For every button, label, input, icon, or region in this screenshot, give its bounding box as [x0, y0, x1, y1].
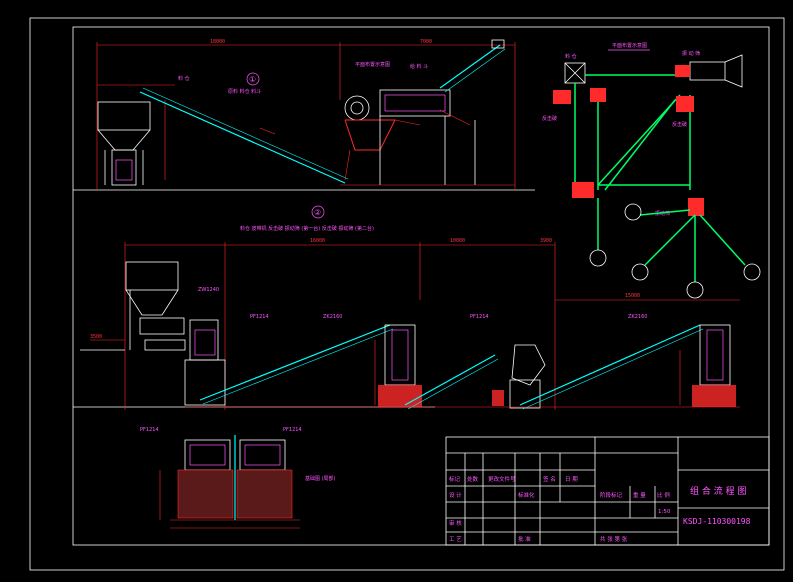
- label-zk1: ZK2160: [323, 314, 342, 320]
- label-pf3: PF1214: [140, 427, 159, 433]
- dim-mid-4: 15000: [625, 293, 640, 299]
- section-2-number: ②: [314, 208, 321, 217]
- tb-row1-col4: 签 名: [543, 475, 556, 483]
- plan-label-mid-left: 反击破: [542, 115, 557, 122]
- plan-title: 平面布置示意图: [612, 42, 647, 49]
- tb-row4-col3: 批 准: [518, 535, 531, 543]
- section-3-foundation: PF1214 PF1214 基础图 (局部): [140, 427, 336, 529]
- label-pf1: PF1214: [250, 314, 269, 320]
- tb-stage-label: 阶段标记: [600, 491, 623, 499]
- section-1-label: 原料 料仓 料斗: [228, 88, 261, 95]
- label-zk2: ZK2160: [628, 314, 647, 320]
- dim-left: 3500: [90, 334, 102, 340]
- outer-frame: [29, 17, 785, 571]
- plan-label-left: 料 仓: [565, 53, 577, 60]
- tb-row2-col1: 设 计: [449, 491, 462, 499]
- foundation-label: 基础图 (局部): [305, 475, 336, 482]
- plan-label-right: 振 动 筛: [682, 50, 700, 57]
- dim-mid-2: 10000: [450, 238, 465, 244]
- tb-row1-col2: 处数: [467, 475, 479, 483]
- drawing-code: KSDJ-110300198: [683, 517, 751, 526]
- plan-view: 平面布置示意图 料 仓 振 动 筛 反击破 反击破 振动筛: [542, 42, 761, 299]
- dim-top-1: 18000: [210, 39, 225, 45]
- label-pf2: PF1214: [470, 314, 489, 320]
- dim-top-2: 7000: [420, 39, 432, 45]
- tb-row1-col3: 更改文件号: [488, 475, 516, 483]
- drawing-title: 组 合 流 程 图: [690, 485, 746, 497]
- section-2-caption: 料仓 皮带机 反击破 振动筛 (第一台) 反击破 振动筛 (第二台): [240, 225, 374, 232]
- tb-row1-col5: 日 期: [565, 476, 578, 483]
- tb-row1-col1: 标记: [449, 475, 461, 483]
- tb-row4-col1: 工 艺: [449, 536, 462, 543]
- section-1-elevation: 18000 7000 ① 原料 料仓 料斗 料 仓 给 料 斗 平面布置示意图: [96, 39, 516, 190]
- plan-label-mid-right: 反击破: [672, 121, 687, 128]
- label-zw: ZW1240: [198, 287, 219, 293]
- title-block: 标记 处数 更改文件号 签 名 日 期 设 计 标准化 审 核 工 艺 批 准 …: [445, 436, 770, 546]
- tb-scale-value: 1:50: [658, 509, 671, 515]
- feeder-label: 给 料 斗: [410, 63, 428, 70]
- section-1-number: ①: [249, 75, 256, 84]
- plan-section-label: 平面布置示意图: [355, 61, 390, 68]
- tb-row2-col3: 标准化: [518, 491, 535, 499]
- hopper-label-1: 料 仓: [178, 75, 190, 82]
- tb-scale-label: 比 例: [657, 491, 670, 499]
- tb-sheet-label: 共 张 第 张: [600, 535, 628, 543]
- dim-mid-3: 3900: [540, 238, 552, 244]
- tb-weight-label: 重 量: [633, 491, 646, 499]
- label-pf4: PF1214: [283, 427, 302, 433]
- inner-frame: [72, 26, 770, 546]
- section-2-elevation: ② 料仓 皮带机 反击破 振动筛 (第一台) 反击破 振动筛 (第二台) 160…: [80, 205, 740, 410]
- dim-mid-1: 16000: [310, 238, 325, 244]
- tb-row3-col1: 审 核: [449, 519, 462, 527]
